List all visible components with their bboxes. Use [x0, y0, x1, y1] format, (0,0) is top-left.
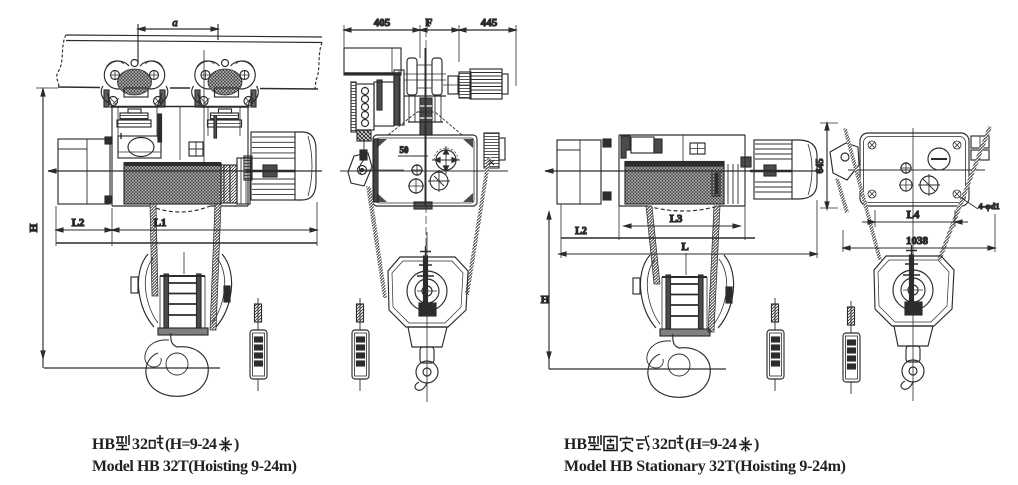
- svg-text:HB: HB: [92, 436, 115, 453]
- svg-text:405: 405: [374, 17, 391, 29]
- svg-text:): ): [234, 436, 239, 453]
- svg-text:Model HB Stationary 32T(Hoisti: Model HB Stationary 32T(Hoisting 9-24m): [564, 458, 846, 475]
- svg-text:Model HB 32T(Hoisting 9-24m): Model HB 32T(Hoisting 9-24m): [92, 458, 297, 475]
- svg-text:): ): [754, 436, 759, 453]
- svg-text:4-φd1: 4-φd1: [978, 201, 999, 211]
- svg-text:50: 50: [400, 145, 410, 155]
- svg-text:32: 32: [132, 436, 148, 453]
- svg-text:L3: L3: [670, 213, 683, 225]
- svg-text:445: 445: [481, 17, 498, 29]
- svg-text:(H=9-24: (H=9-24: [685, 436, 737, 453]
- svg-text:32: 32: [652, 436, 668, 453]
- svg-text:HB: HB: [564, 436, 587, 453]
- svg-text:H: H: [28, 223, 40, 232]
- svg-text:F: F: [426, 17, 433, 29]
- svg-text:(H=9-24: (H=9-24: [165, 436, 217, 453]
- svg-text:H: H: [541, 294, 550, 306]
- svg-text:645: 645: [815, 159, 826, 174]
- svg-text:L: L: [681, 241, 688, 253]
- svg-text:L4: L4: [907, 209, 920, 221]
- svg-text:1038: 1038: [906, 235, 929, 247]
- svg-text:a: a: [172, 17, 178, 29]
- svg-text:L2: L2: [575, 226, 587, 237]
- svg-text:L2: L2: [72, 217, 85, 229]
- svg-text:L1: L1: [154, 217, 167, 229]
